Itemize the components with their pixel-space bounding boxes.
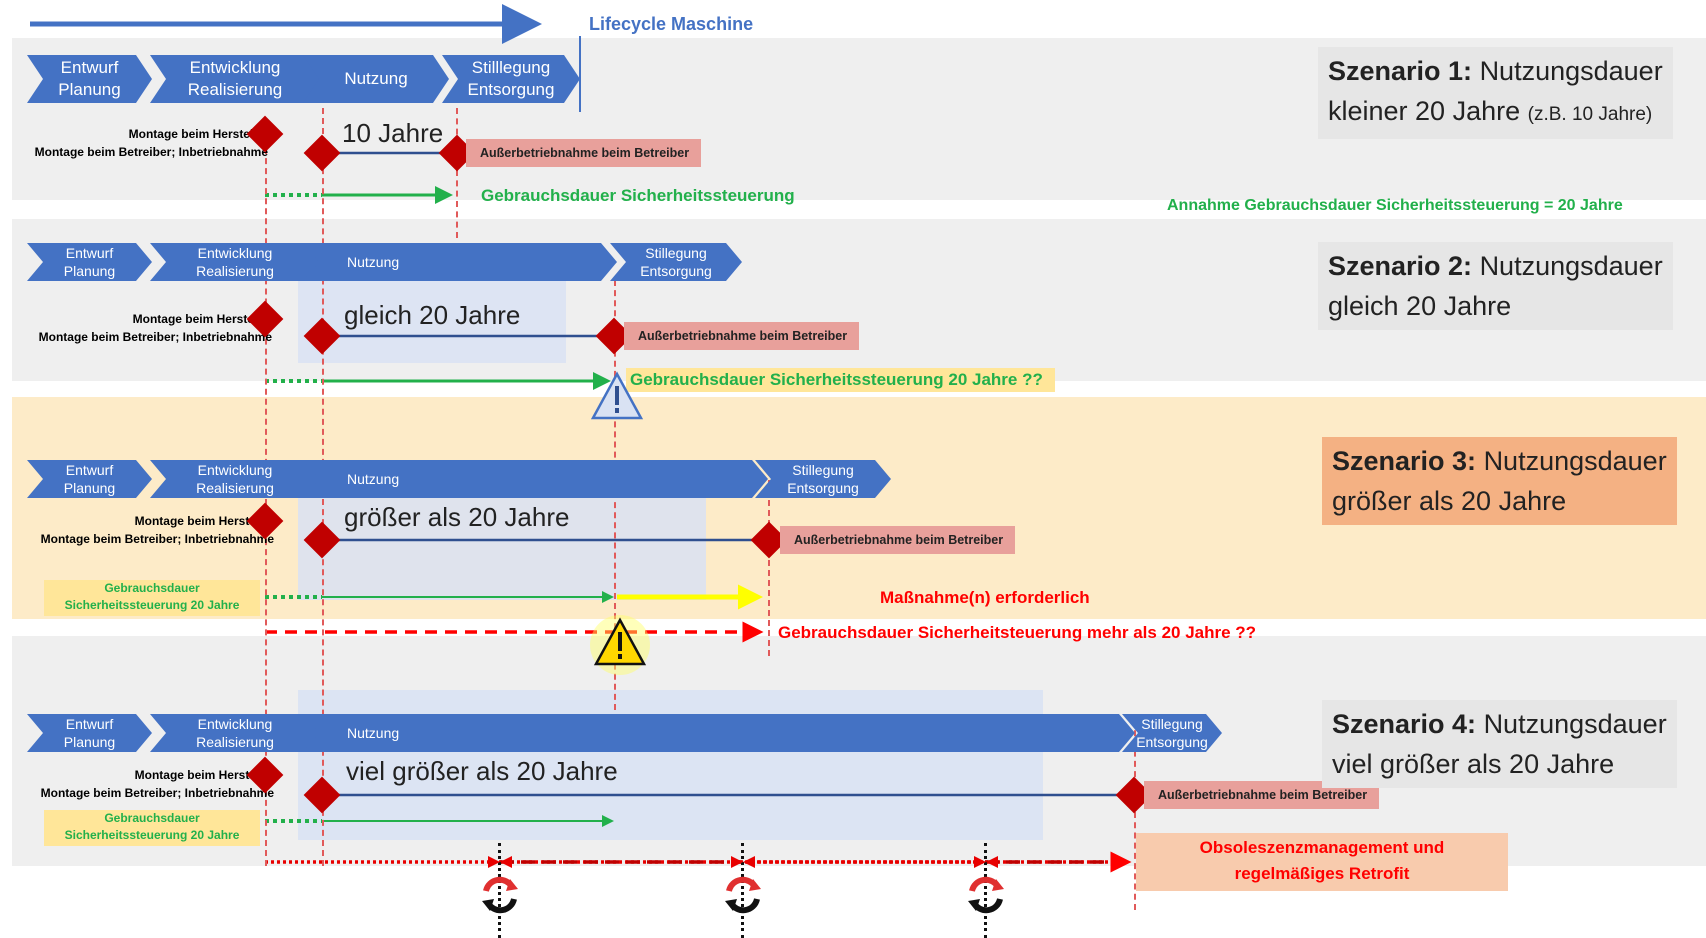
phase-nutzung-s2: Nutzung	[303, 243, 617, 281]
ausserbetrieb-label-s1: Außerbetriebnahme beim Betreiber	[466, 139, 702, 167]
phase-nutzung-s3: Nutzung	[303, 460, 768, 498]
annahme-label: Annahme Gebrauchsdauer Sicherheitssteuer…	[1167, 197, 1623, 214]
scenario4-title: Szenario 4: Nutzungsdauer viel größer al…	[1322, 700, 1677, 788]
guide-s3-end	[768, 480, 770, 656]
ausserbetrieb-label-s3: Außerbetriebnahme beim Betreiber	[780, 526, 1016, 554]
scenario1-title: Szenario 1: Nutzungsdauer kleiner 20 Jah…	[1318, 47, 1673, 139]
duration-s1: 10 Jahre	[342, 118, 444, 148]
gebrauchsdauer-s1: Gebrauchsdauer Sicherheitssteuerung	[481, 186, 795, 205]
mehr-als-20-label: Gebrauchsdauer Sicherheitsteuerung mehr …	[778, 623, 1257, 642]
duration-s4: viel größer als 20 Jahre	[346, 756, 618, 786]
phase-nutzung-s1: Nutzung	[303, 55, 449, 103]
retrofit-line-3	[984, 843, 987, 938]
phase-nutzung-s4: Nutzung	[303, 714, 1135, 752]
ausserbetrieb-label-s2: Außerbetriebnahme beim Betreiber	[624, 322, 860, 350]
scenario3-title: Szenario 3: Nutzungsdauer größer als 20 …	[1322, 437, 1677, 525]
scenario2-title: Szenario 2: Nutzungsdauer gleich 20 Jahr…	[1318, 242, 1673, 330]
gebrauchsdauer-s2: Gebrauchsdauer Sicherheitssteuerung 20 J…	[626, 368, 1055, 392]
massnahme-label: Maßnahme(n) erforderlich	[880, 588, 1090, 607]
guide-s1-end	[456, 108, 458, 238]
guide-s4-end	[1134, 720, 1136, 910]
lifecycle-label: Lifecycle Maschine	[589, 14, 754, 34]
retrofit-line-1	[498, 843, 501, 938]
duration-s2: gleich 20 Jahre	[344, 300, 521, 330]
retrofit-line-2	[741, 843, 744, 938]
duration-s3: größer als 20 Jahre	[344, 502, 570, 532]
